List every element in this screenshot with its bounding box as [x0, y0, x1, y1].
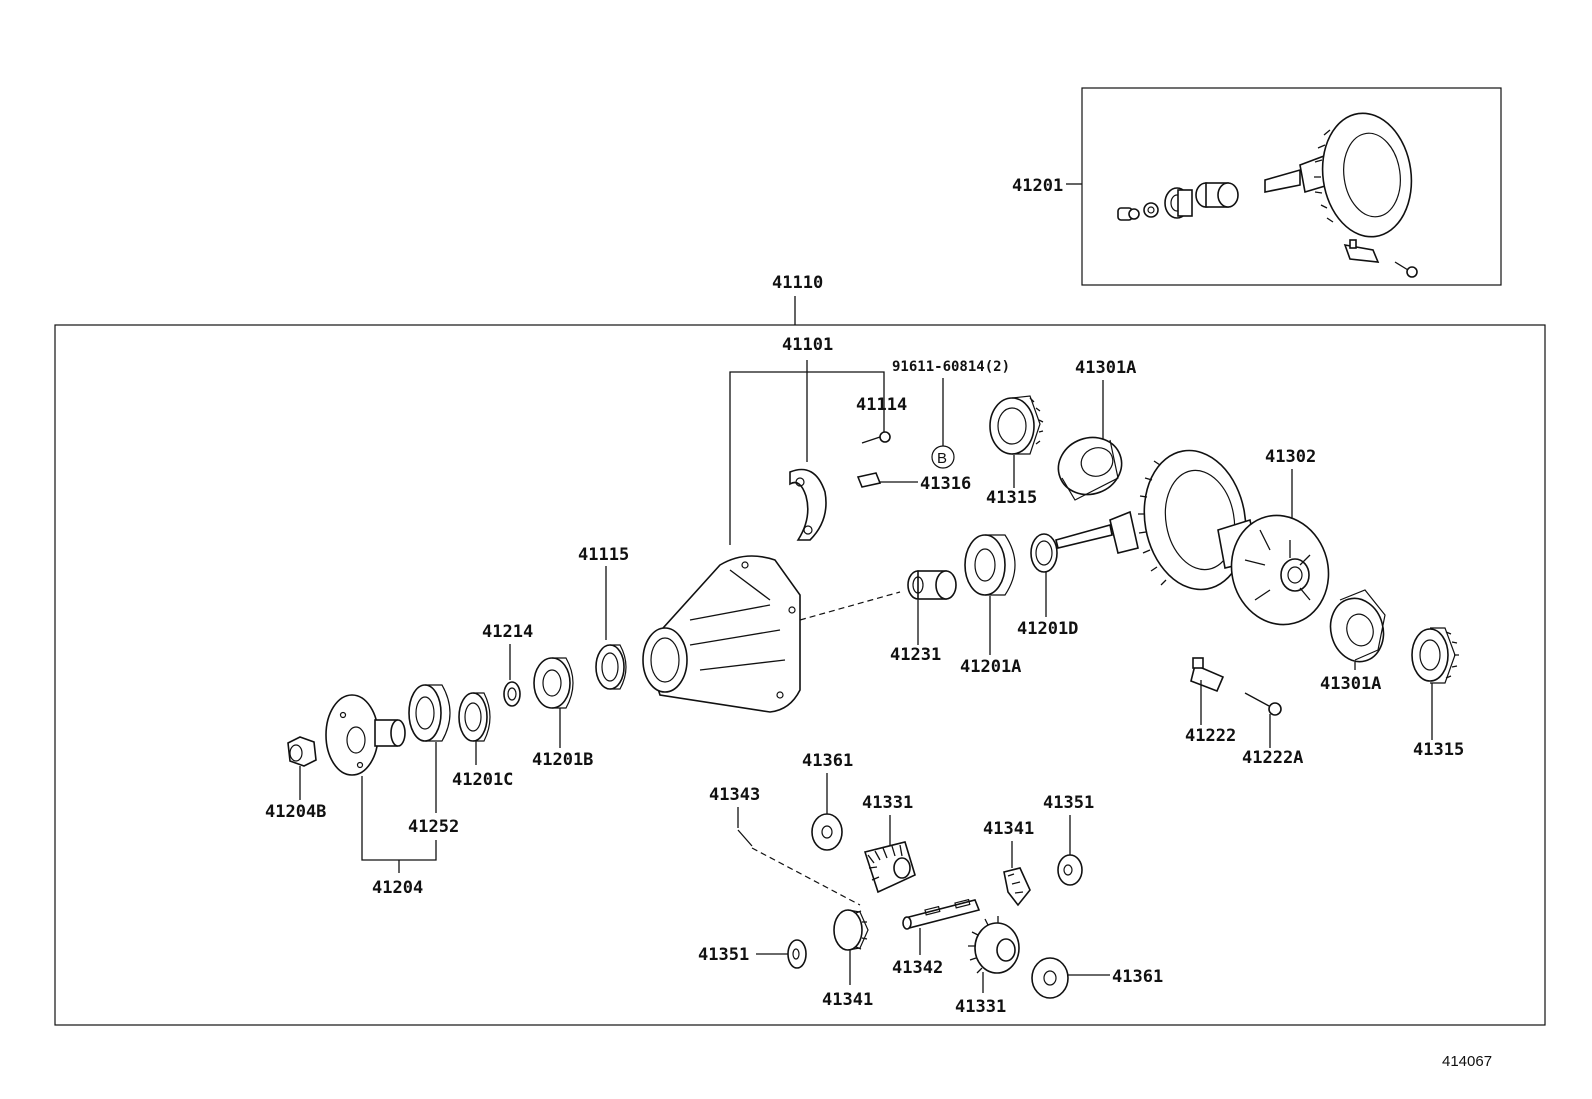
- bearing-cap-41101-icon: [789, 468, 827, 541]
- ring-gear-and-pinion-icon: [1055, 449, 1330, 626]
- thrust-washer-41351-bottom-icon: [787, 939, 807, 969]
- bearing-41301A-top-icon: [1057, 436, 1123, 501]
- label-41114: 41114: [856, 395, 907, 415]
- thrust-washer-41361-top-icon: [811, 813, 843, 851]
- label-41204: 41204: [372, 878, 423, 898]
- label-41201: 41201: [1012, 176, 1063, 196]
- label-41222: 41222: [1185, 726, 1236, 746]
- washer-41214-icon: [503, 681, 521, 707]
- inset-box-41201: [1081, 87, 1502, 286]
- thrust-washer-41351-top-icon: [1057, 854, 1083, 886]
- pinion-gear-41341-bottom-icon: [833, 909, 869, 951]
- companion-flange-icon: [325, 694, 406, 776]
- plate-41316-icon: [856, 472, 882, 488]
- bolt-41114-icon: [861, 431, 891, 444]
- thrust-washer-41361-bottom-icon: [1031, 957, 1069, 999]
- nut-41204B-icon: [287, 736, 317, 767]
- label-41361-top: 41361: [802, 751, 853, 771]
- label-41361-bottom: 41361: [1112, 967, 1163, 987]
- label-41222A: 41222A: [1242, 748, 1303, 768]
- label-41201D: 41201D: [1017, 619, 1078, 639]
- label-41115: 41115: [578, 545, 629, 565]
- label-41204B: 41204B: [265, 802, 326, 822]
- bearing-41201B-icon: [533, 657, 574, 709]
- pin-41343-icon: [737, 829, 753, 847]
- assembly-dashed-axis: [799, 591, 901, 621]
- label-41315-bottom: 41315: [1413, 740, 1464, 760]
- bolt-41222A-icon: [1244, 692, 1282, 716]
- label-41252: 41252: [408, 817, 459, 837]
- label-41315-top: 41315: [986, 488, 1037, 508]
- bearing-41301A-bottom-icon: [1329, 589, 1386, 663]
- callout-b-letter: B: [937, 450, 947, 467]
- side-gear-41331-top-icon: [863, 841, 916, 894]
- label-41301A-top: 41301A: [1075, 358, 1136, 378]
- label-41351-bottom: 41351: [698, 945, 749, 965]
- side-gear-41331-bottom-icon: [968, 916, 1020, 974]
- lock-plate-41222-icon: [1190, 657, 1225, 693]
- figure-number: 414067: [1442, 1053, 1492, 1070]
- label-41341-top: 41341: [983, 819, 1034, 839]
- main-assembly-box: [54, 324, 1546, 1026]
- label-41302: 41302: [1265, 447, 1316, 467]
- label-41201B: 41201B: [532, 750, 593, 770]
- label-41201A: 41201A: [960, 657, 1021, 677]
- label-41101: 41101: [782, 335, 833, 355]
- label-41316: 41316: [920, 474, 971, 494]
- oil-seal-41115-icon: [595, 644, 627, 690]
- callout-b-marker: [931, 445, 955, 469]
- pinion-gear-41341-top-icon: [1003, 867, 1031, 907]
- pin-dashed-axis: [751, 847, 861, 906]
- label-41341-bottom: 41341: [822, 990, 873, 1010]
- spacer-41231-icon: [907, 570, 957, 600]
- label-41343: 41343: [709, 785, 760, 805]
- label-41331-bottom: 41331: [955, 997, 1006, 1017]
- bearing-41201A-icon: [964, 534, 1016, 596]
- label-91611-60814: 91611-60814(2): [892, 359, 1010, 375]
- label-41110: 41110: [772, 273, 823, 293]
- label-41214: 41214: [482, 622, 533, 642]
- label-41331-top: 41331: [862, 793, 913, 813]
- label-41301A-bottom: 41301A: [1320, 674, 1381, 694]
- washer-41201D-icon: [1030, 533, 1058, 573]
- label-41342: 41342: [892, 958, 943, 978]
- pinion-shaft-41342-icon: [902, 898, 981, 930]
- adjusting-nut-41315-bottom-icon: [1411, 627, 1459, 684]
- adjusting-nut-41315-top-icon: [989, 395, 1044, 455]
- label-41201C: 41201C: [452, 770, 513, 790]
- deflector-41252-icon: [408, 684, 451, 742]
- carrier-housing-icon: [642, 555, 801, 713]
- label-41231: 41231: [890, 645, 941, 665]
- label-41351-top: 41351: [1043, 793, 1094, 813]
- washer-41201C-icon: [458, 692, 491, 742]
- inset-parts-icon: [1117, 112, 1418, 278]
